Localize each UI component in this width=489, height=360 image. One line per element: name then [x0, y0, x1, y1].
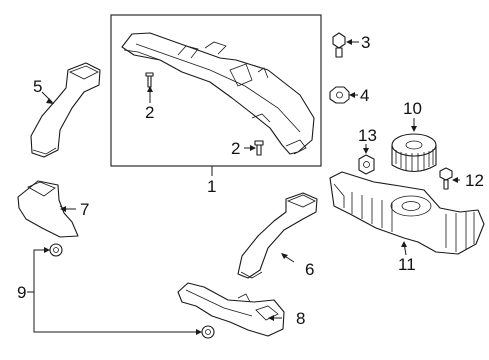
callout-13: 13 [358, 126, 377, 145]
grommet-part-9-lower [201, 325, 215, 339]
callout-7: 7 [80, 200, 90, 219]
grommet-part-13 [358, 154, 375, 175]
main-duct-part-1 [121, 32, 315, 155]
callout-2-upper: 2 [145, 103, 155, 122]
callout-5: 5 [33, 77, 43, 96]
callout-10: 10 [403, 99, 422, 118]
arrowheads [44, 39, 458, 335]
bolt-part-3 [332, 32, 346, 58]
callout-11: 11 [398, 255, 416, 274]
nut-part-4 [329, 86, 350, 104]
blower-fan-part-10 [391, 133, 437, 173]
callout-4: 4 [360, 86, 370, 105]
screw-part-2-upper [145, 72, 154, 88]
callout-8: 8 [296, 309, 306, 328]
assembly-frame [110, 14, 322, 167]
callout-2-lower: 2 [231, 139, 241, 158]
callout-12: 12 [465, 171, 484, 190]
grommet-part-9-upper [49, 243, 63, 257]
floor-duct-part-8 [177, 282, 285, 337]
bolt-part-12 [439, 167, 453, 190]
duct-part-5 [30, 62, 101, 158]
callout-3: 3 [361, 33, 371, 52]
duct-part-6 [237, 192, 318, 279]
callout-6: 6 [305, 260, 315, 279]
duct-part-7 [17, 180, 79, 238]
blower-housing-part-11 [329, 171, 485, 255]
screw-part-2-lower [254, 140, 264, 156]
callout-9: 9 [17, 283, 27, 302]
callout-1: 1 [207, 177, 217, 196]
